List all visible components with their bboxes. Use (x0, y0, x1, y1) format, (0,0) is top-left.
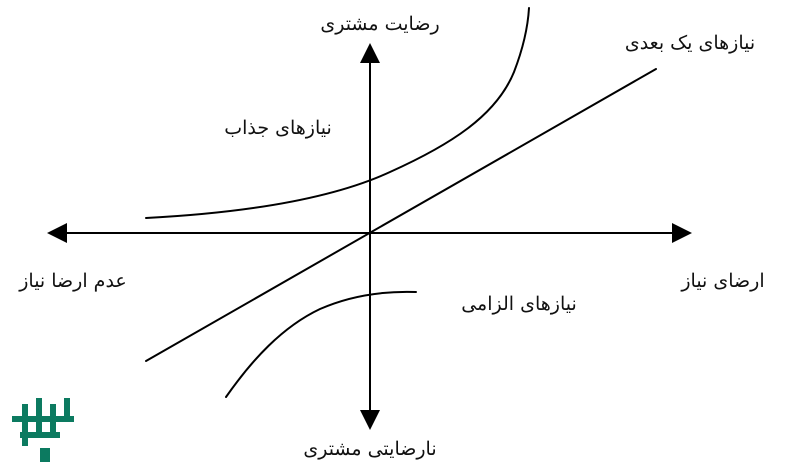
must-be-needs-label: نیازهای الزامی (461, 293, 577, 315)
attractive-needs-label: نیازهای جذاب (224, 117, 332, 139)
need-fulfilled-label: ارضای نیاز (680, 270, 764, 292)
customer-satisfaction-label: رضایت مشتری (320, 13, 439, 35)
attractive-needs-curve (145, 7, 530, 219)
need-not-fulfilled-label: عدم ارضا نیاز (18, 270, 127, 292)
must-be-needs-curve (225, 290, 417, 398)
one-dimensional-needs-line (145, 68, 657, 362)
customer-dissatisfaction-label: نارضایتی مشتری (303, 438, 436, 460)
one-dimensional-needs-label: نیازهای یک بعدی (625, 32, 755, 54)
brand-logo (12, 398, 74, 462)
